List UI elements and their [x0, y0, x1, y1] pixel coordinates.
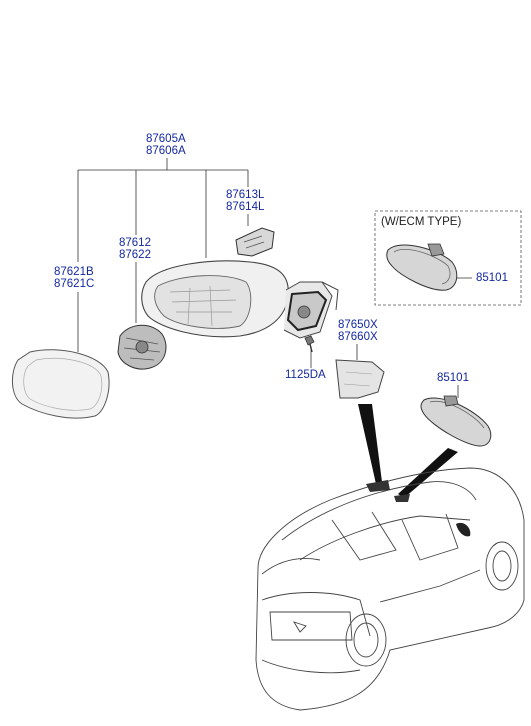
part-number-inside-mirror[interactable]: 85101 — [437, 372, 469, 384]
inside-mirror-location-marker — [394, 494, 410, 502]
mirror-glass-part — [12, 349, 110, 419]
leader-lines — [77, 158, 472, 398]
bracket-part — [335, 359, 385, 399]
part-number-mirror-assy[interactable]: 87605A — [146, 133, 186, 145]
mirror-location-marker — [366, 480, 390, 492]
part-number-bracket-2[interactable]: 87660X — [338, 331, 378, 343]
pointer-wedge — [358, 404, 382, 484]
part-number-ecm-mirror[interactable]: 85101 — [476, 272, 508, 284]
part-number-cover[interactable]: 87613L — [226, 189, 265, 201]
pointer-wedge — [398, 448, 458, 498]
part-number-actuator-2[interactable]: 87622 — [119, 249, 151, 261]
vehicle-outline — [255, 467, 525, 711]
part-number-bracket[interactable]: 87650X — [338, 319, 378, 331]
inside-mirror-part — [420, 395, 492, 447]
ecm-mirror-part — [386, 243, 458, 291]
mirror-housing-part — [141, 260, 339, 339]
part-number-screw[interactable]: 1125DA — [285, 369, 326, 381]
ecm-type-note: (W/ECM TYPE) — [381, 216, 462, 228]
mirror-cover-part — [235, 227, 275, 257]
part-number-glass-2[interactable]: 87621C — [54, 278, 95, 290]
part-number-glass[interactable]: 87621B — [54, 266, 94, 278]
part-number-mirror-assy-2[interactable]: 87606A — [146, 145, 186, 157]
part-number-cover-2[interactable]: 87614L — [226, 201, 265, 213]
screw-part — [304, 335, 315, 353]
ecm-type-box — [374, 210, 522, 306]
actuator-part — [117, 324, 167, 370]
side-mirror-on-car — [456, 522, 471, 537]
part-number-actuator[interactable]: 87612 — [119, 237, 151, 249]
